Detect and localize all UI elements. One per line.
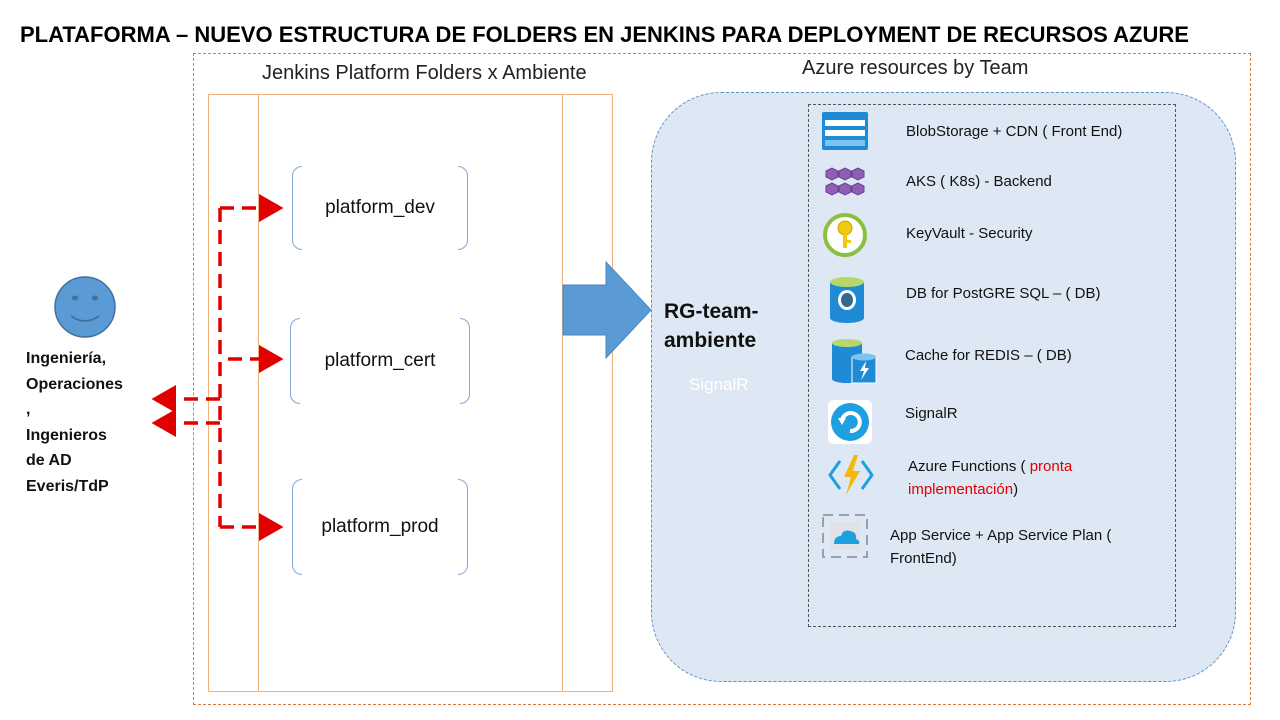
resource-label-postgresql: DB for PostGRE SQL – ( DB) [906, 285, 1101, 302]
key-vault-icon [823, 213, 867, 257]
resource-group-container [651, 92, 1236, 682]
panel-divider-right [562, 94, 563, 692]
folder-platform-cert[interactable]: platform_cert [290, 318, 470, 404]
panel-divider-left [258, 94, 259, 692]
outer-frame [193, 53, 1251, 705]
smiley-face-icon [54, 276, 116, 338]
azure-section-title: Azure resources by Team [802, 57, 1029, 79]
app-service-icon [822, 514, 868, 558]
jenkins-panel [208, 94, 613, 692]
folder-label: platform_cert [324, 350, 436, 371]
jenkins-section-title: Jenkins Platform Folders x Ambiente [262, 62, 587, 84]
page-title: PLATAFORMA – NUEVO ESTRUCTURA DE FOLDERS… [20, 22, 1189, 47]
folder-platform-prod[interactable]: platform_prod [292, 479, 468, 575]
blob-storage-icon [822, 112, 868, 150]
resource-group-label: RG-team- ambiente [664, 300, 759, 352]
resource-label-redis: Cache for REDIS – ( DB) [905, 347, 1072, 364]
resource-label-blobstorage: BlobStorage + CDN ( Front End) [906, 123, 1123, 140]
resource-label-keyvault: KeyVault - Security [906, 225, 1033, 242]
redis-cache-icon [832, 339, 877, 384]
resource-label-appservice: App Service + App Service Plan ( FrontEn… [890, 527, 1112, 567]
resource-label-aks: AKS ( K8s) - Backend [906, 173, 1052, 190]
azure-functions-icon [828, 455, 874, 495]
signalr-icon [828, 400, 872, 444]
aks-icon [825, 167, 865, 196]
resource-label-functions: Azure Functions ( pronta implementación) [908, 458, 1073, 498]
folder-platform-dev[interactable]: platform_dev [292, 166, 468, 250]
resources-frame [808, 104, 1176, 627]
folder-label: platform_dev [325, 197, 435, 218]
folder-label: platform_prod [321, 516, 439, 537]
resource-label-signalr: SignalR [905, 405, 958, 422]
user-label: Ingeniería, Operaciones , Ingenieros de … [26, 350, 123, 495]
postgresql-icon [830, 277, 864, 323]
signalr-ghost-text: SignalR [689, 375, 749, 394]
